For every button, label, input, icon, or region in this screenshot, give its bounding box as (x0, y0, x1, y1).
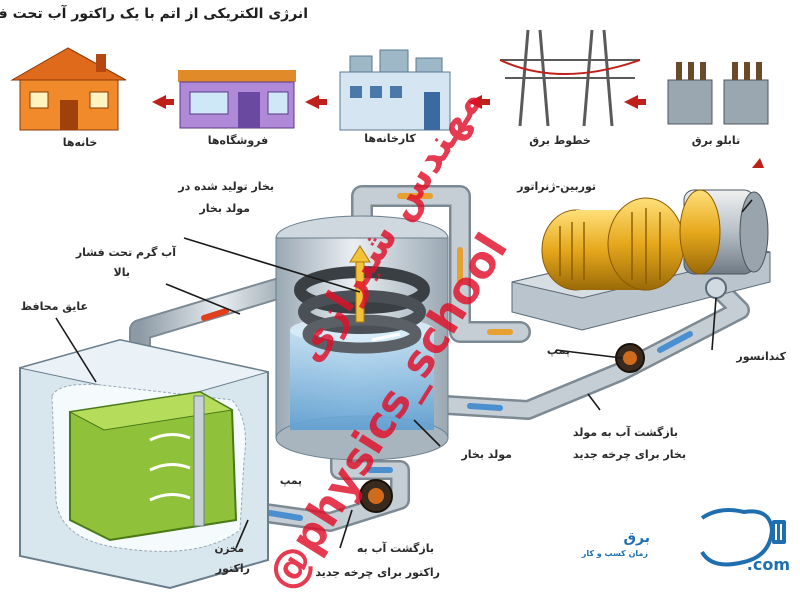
diagram-title: انرژی الکتریکی از اتم با یک راکتور آب تح… (0, 4, 308, 22)
logo-tagline: زمان کسب و کار (581, 549, 649, 558)
site-logo (700, 508, 786, 567)
logo-name: برق (624, 530, 650, 546)
homes-building (10, 47, 127, 131)
label-shops: فروشگاه‌ها (208, 134, 268, 147)
label-switchboard: تابلو برق (692, 134, 740, 147)
label-factories: کارخانه‌ها (364, 132, 416, 145)
switchboard-transformers (667, 62, 769, 125)
label-steam-produced-1: بخار تولید شده در (177, 180, 274, 193)
label-return-generator-2: بخار برای چرخه جدید (573, 448, 686, 461)
label-steam-produced-2: مولد بخار (198, 202, 250, 215)
label-return-reactor-2: راکتور برای چرخه جدید (315, 566, 440, 579)
label-pump-bottom: پمپ (280, 475, 302, 487)
logo-domain: .com (747, 555, 790, 574)
condenser-unit (705, 277, 727, 299)
factories-building (339, 49, 451, 131)
label-return-generator-1: بازگشت آب به مولد (573, 425, 678, 439)
shops-building (178, 70, 296, 129)
leader-lines (55, 199, 753, 549)
label-containment: عایق محافظ (21, 300, 88, 313)
label-turbine-generator: توربین-ژنراتور (516, 180, 596, 193)
label-hot-water-1: آب گرم تحت فشار (75, 245, 176, 259)
label-power-lines: خطوط برق (529, 134, 591, 147)
label-steam-generator: مولد بخار (460, 448, 512, 461)
label-reactor-1: مخزن (214, 543, 244, 555)
label-reactor-2: راکتور (215, 562, 250, 575)
generator (679, 189, 769, 275)
flow-arrows-top (152, 95, 764, 168)
steam-generator-tank (275, 215, 449, 461)
label-hot-water-2: بالا (114, 266, 130, 279)
label-condenser: کندانسور (735, 350, 786, 363)
label-homes: خانه‌ها (63, 136, 98, 149)
power-line-towers (499, 29, 641, 127)
label-pump-top: پمپ (547, 344, 570, 357)
pipes (129, 185, 750, 532)
reactor-core (68, 390, 238, 542)
pump-bottom (359, 479, 393, 513)
flow-stripes (201, 193, 693, 521)
label-return-reactor-1: بازگشت آب به (357, 541, 434, 555)
turbine (541, 197, 685, 291)
